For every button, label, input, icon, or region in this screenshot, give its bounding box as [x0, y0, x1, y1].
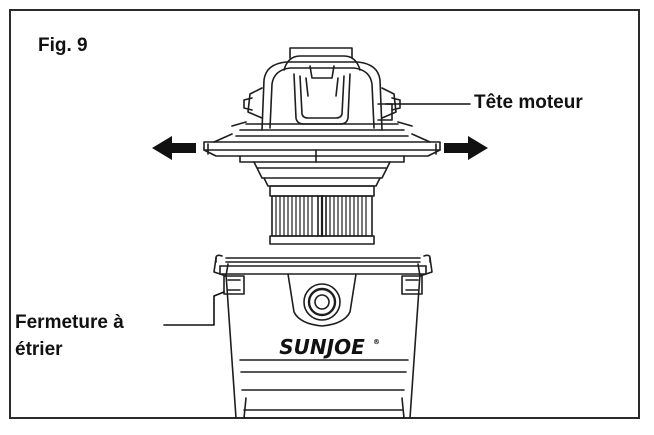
- motor-head-label: Tête moteur: [474, 92, 583, 113]
- latch-label-line-1: Fermeture à: [15, 312, 124, 333]
- latch-label-line-2: étrier: [15, 339, 63, 360]
- latch-leader-line: [163, 291, 225, 326]
- tank: [215, 254, 431, 419]
- lid-flange: [203, 133, 441, 187]
- cartridge-filter: [269, 185, 375, 245]
- left-latch: [213, 257, 245, 295]
- motor-head: [231, 47, 413, 137]
- right-latch: [401, 257, 433, 295]
- filter-pleats: [275, 196, 367, 236]
- right-arrow-icon: [444, 136, 488, 160]
- left-arrow-icon: [152, 136, 196, 160]
- figure-number: Fig. 9: [38, 35, 88, 56]
- sunjoe-logo: SUNJOE: [279, 335, 365, 359]
- registered-mark: ®: [373, 338, 380, 346]
- figure-frame: [9, 9, 640, 419]
